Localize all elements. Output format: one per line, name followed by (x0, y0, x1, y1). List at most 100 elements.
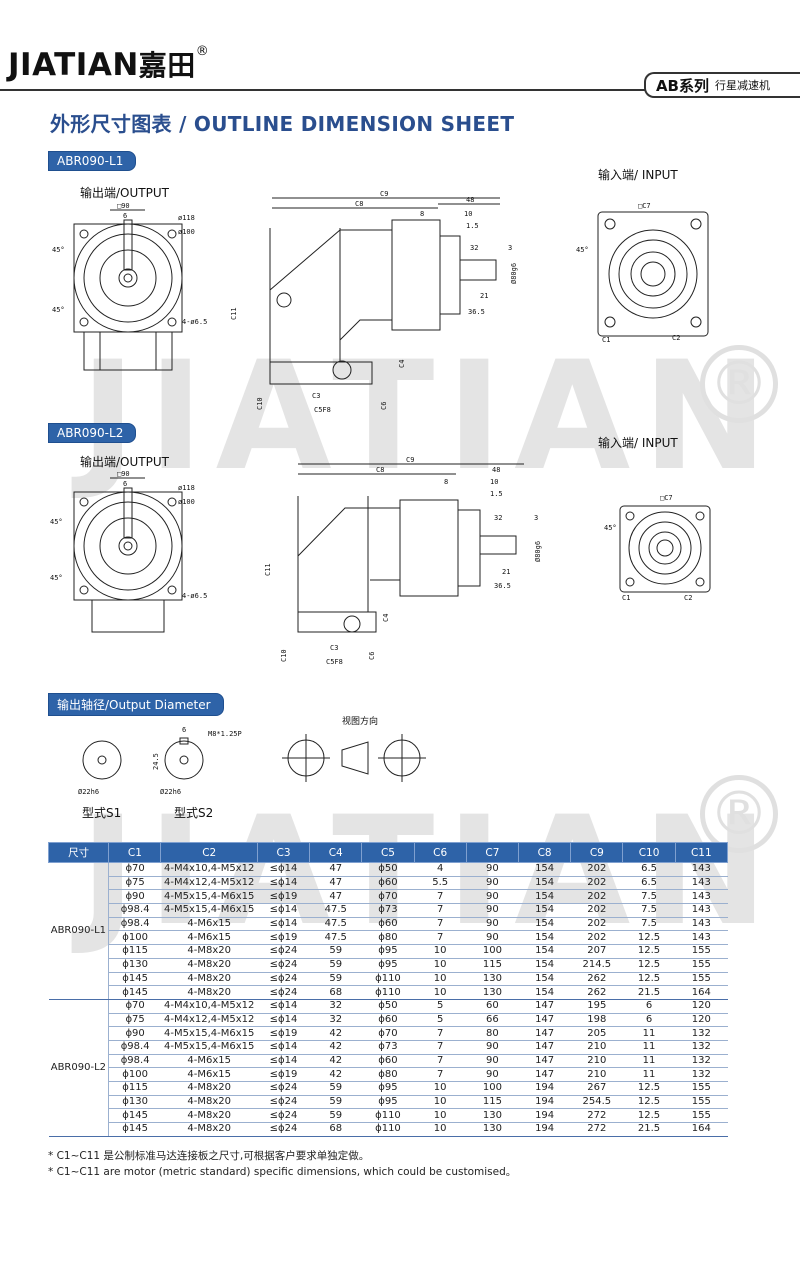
side-view-l1: C9 C8 48 8 10 1.5 32 3 Ø80g6 21 36.5 C11… (230, 190, 518, 414)
dim-22h6-s1: Ø22h6 (78, 788, 99, 796)
dim-32-l1: 32 (470, 244, 478, 252)
table-cell: 4-M5x15,4-M6x15 (160, 1040, 258, 1055)
table-cell: ϕ60 (361, 1013, 415, 1028)
table-cell: ≤ϕ14 (257, 876, 310, 891)
table-cell: 147 (518, 1054, 571, 1069)
dim-c6-l1: C6 (380, 402, 388, 410)
watermark-top: JIATIAN (80, 330, 780, 504)
table-group-label: ABR090-L1 (48, 862, 110, 1000)
dim-3-l2: 3 (534, 514, 538, 522)
type-s2-label: 型式S2 (174, 806, 214, 820)
table-cell: ≤ϕ19 (257, 1067, 310, 1082)
dim-c3-l2: C3 (330, 644, 338, 652)
table-cell: 12.5 (622, 958, 676, 973)
table-cell: 132 (675, 1067, 728, 1082)
input-label-l2: 输入端/ INPUT (598, 436, 678, 450)
table-cell: 4-M6x15 (160, 1054, 258, 1069)
table-cell: 155 (675, 1095, 728, 1110)
table-cell: 11 (622, 1026, 676, 1041)
table-cell: 68 (309, 1122, 362, 1137)
table-cell: 202 (570, 917, 623, 932)
table-header-cell: C10 (622, 842, 676, 863)
table-cell: ≤ϕ14 (257, 903, 310, 918)
table-cell: 267 (570, 1081, 623, 1096)
table-cell: 202 (570, 876, 623, 891)
table-cell: 272 (570, 1108, 623, 1124)
table-cell: ϕ95 (361, 958, 415, 973)
table-cell: 10 (414, 972, 467, 987)
table-cell: ≤ϕ24 (257, 1095, 310, 1110)
table-cell: 90 (466, 889, 519, 905)
table-cell: ≤ϕ24 (257, 985, 310, 1000)
table-cell: 11 (622, 1054, 676, 1069)
table-cell: ϕ95 (361, 1081, 415, 1096)
table-cell: 100 (466, 1081, 519, 1096)
table-header-cell: 尺寸 (47, 842, 110, 863)
table-cell: 10 (414, 985, 467, 1000)
dim-d100-l1: ø100 (178, 228, 195, 236)
table-cell: 59 (309, 1081, 362, 1096)
table-cell: ϕ70 (108, 862, 161, 877)
table-cell: ϕ60 (361, 917, 415, 932)
table-cell: 100 (466, 944, 519, 959)
dim-6-l2: 6 (123, 480, 127, 488)
table-cell: 210 (570, 1067, 623, 1082)
table-cell: ϕ75 (108, 1013, 161, 1028)
table-cell: 6.5 (622, 876, 676, 891)
table-cell: ϕ130 (108, 1095, 161, 1110)
table-cell: 147 (518, 1067, 571, 1082)
table-cell: 60 (466, 999, 519, 1014)
table-cell: 90 (466, 917, 519, 932)
table-cell: ϕ98.4 (108, 903, 161, 918)
dim-c11-l2: C11 (264, 563, 272, 576)
table-cell: 214.5 (570, 958, 623, 973)
table-cell: 120 (675, 999, 728, 1014)
table-header-cell: C2 (160, 842, 258, 863)
table-cell: 143 (675, 876, 728, 891)
table-cell: 147 (518, 1040, 571, 1055)
table-cell: ≤ϕ24 (257, 1122, 310, 1137)
table-cell: ϕ100 (108, 1067, 161, 1082)
table-cell: 10 (414, 1081, 467, 1096)
table-cell: 10 (414, 1122, 467, 1137)
table-cell: 4-M8x20 (160, 958, 258, 973)
table-cell: 6 (622, 1013, 676, 1028)
dim-holes-l1: 4-ø6.5 (182, 318, 207, 326)
table-cell: 47 (309, 889, 362, 905)
table-cell: 5 (414, 999, 467, 1014)
table-cell: 32 (309, 999, 362, 1014)
table-cell: 205 (570, 1026, 623, 1041)
table-cell: 10 (414, 1095, 467, 1110)
dim-d100-l2: ø100 (178, 498, 195, 506)
table-cell: 4-M8x20 (160, 1081, 258, 1096)
table-cell: ϕ110 (361, 985, 415, 1000)
table-cell: 59 (309, 1108, 362, 1124)
table-cell: ϕ145 (108, 1122, 161, 1137)
table-cell: 12.5 (622, 972, 676, 987)
table-cell: ϕ110 (361, 972, 415, 987)
table-cell: 4-M4x12,4-M5x12 (160, 1013, 258, 1028)
table-cell: ϕ73 (361, 1040, 415, 1055)
dim-10-l2: 10 (490, 478, 498, 486)
note-cn: * C1~C11 是公制标准马达连接板之尺寸,可根据客户要求单独定做。 (48, 1150, 370, 1162)
dim-holes-l2: 4-ø6.5 (182, 592, 207, 600)
table-cell: ϕ60 (361, 1054, 415, 1069)
table-cell: 4-M6x15 (160, 930, 258, 946)
table-cell: 90 (466, 862, 519, 877)
table-cell: 143 (675, 862, 728, 877)
drawing-l1: □90 6 ø118 ø100 4-ø6.5 45° 45° C9 C8 48 … (52, 190, 709, 414)
table-cell: 147 (518, 999, 571, 1014)
table-cell: ϕ110 (361, 1108, 415, 1124)
table-header-cell: C7 (465, 842, 520, 863)
section-tag-l1: ABR090-L1 (48, 151, 137, 171)
table-cell: 66 (466, 1013, 519, 1028)
input-view-l2: □C7 C1 C2 45° (604, 494, 711, 602)
table-cell: 47.5 (309, 917, 362, 932)
table-cell: 143 (675, 889, 728, 905)
table-cell: 7 (414, 1054, 467, 1069)
